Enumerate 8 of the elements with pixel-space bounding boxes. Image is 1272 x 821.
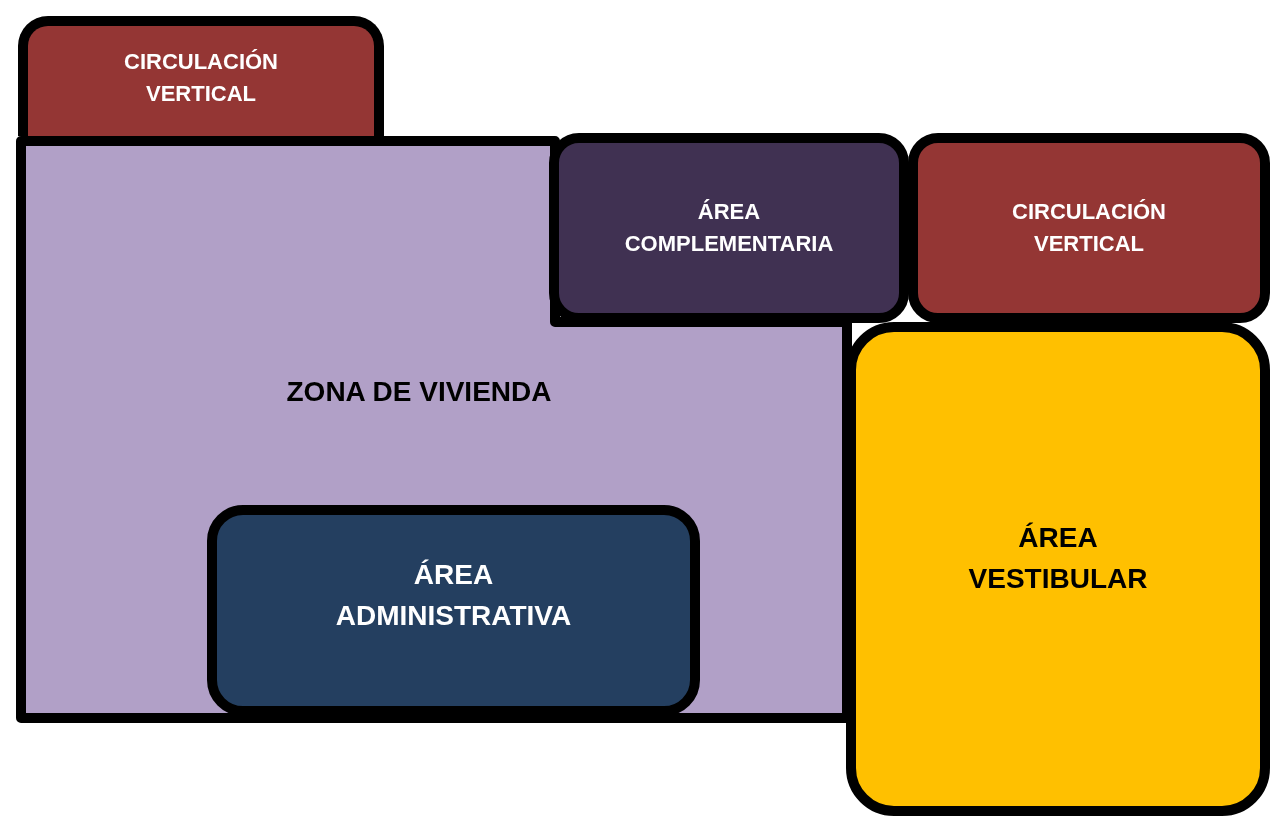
zone-label: ÁREA VESTIBULAR [967, 521, 1149, 596]
zone-label: ÁREA ADMINISTRATIVA [334, 557, 573, 633]
zone-box [18, 16, 384, 136]
zone-label: CIRCULACIÓN VERTICAL [123, 48, 279, 108]
zone-label: CIRCULACIÓN VERTICAL [1011, 198, 1167, 258]
zone-label: ÁREA COMPLEMENTARIA [623, 198, 835, 258]
zone-box [207, 505, 700, 716]
zone-label: ZONA DE VIVIENDA [286, 374, 552, 409]
